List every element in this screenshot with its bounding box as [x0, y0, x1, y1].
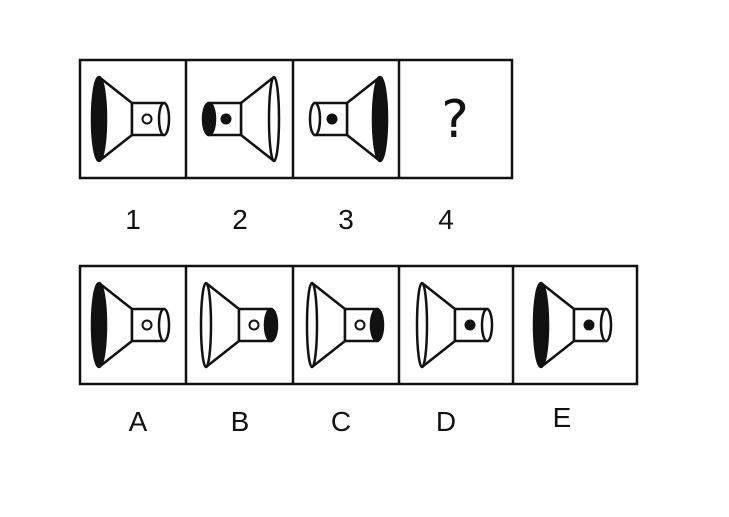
speaker-figure: [308, 75, 389, 163]
small-end-ellipse: [599, 307, 613, 343]
small-end-ellipse: [157, 101, 171, 137]
hollow-dot: [141, 113, 153, 125]
speaker-figure: [415, 281, 494, 369]
options-row: A B C D E: [78, 264, 639, 437]
seq-cell-3: [308, 75, 389, 163]
seq-label-2: 2: [232, 204, 248, 235]
figure-body: [305, 281, 385, 369]
wide-end-ellipse: [305, 281, 319, 369]
figure-body: [201, 75, 281, 163]
filled-dot: [326, 113, 338, 125]
seq-cell-2: [201, 75, 281, 163]
option-c[interactable]: [305, 281, 385, 369]
speaker-figure: [532, 281, 613, 369]
filled-dot: [220, 113, 232, 125]
speaker-figure: [201, 75, 281, 163]
seq-cell-1: [90, 75, 171, 163]
wide-end-ellipse: [90, 75, 108, 163]
options-row-frame: [78, 264, 639, 386]
hollow-dot: [248, 319, 260, 331]
option-label-e: E: [553, 402, 572, 433]
sequence-row: ? 1 2 3 4: [78, 58, 514, 235]
sequence-row-frame: [78, 58, 514, 180]
small-end-ellipse: [201, 101, 217, 137]
small-end-ellipse: [480, 307, 494, 343]
question-mark: ?: [441, 90, 469, 150]
figure-body: [415, 281, 494, 369]
speaker-figure: [305, 281, 385, 369]
seq-cell-4: ?: [441, 90, 469, 150]
small-end-ellipse: [263, 307, 279, 343]
seq-label-4: 4: [438, 204, 454, 235]
wide-end-ellipse: [371, 75, 389, 163]
option-d[interactable]: [415, 281, 494, 369]
option-label-a: A: [129, 406, 148, 437]
option-label-d: D: [436, 406, 456, 437]
hollow-dot: [141, 319, 153, 331]
wide-end-ellipse: [267, 75, 281, 163]
filled-dot: [583, 319, 595, 331]
small-end-ellipse: [369, 307, 385, 343]
option-a[interactable]: [90, 281, 171, 369]
option-e[interactable]: [532, 281, 613, 369]
wide-end-ellipse: [415, 281, 429, 369]
wide-end-ellipse: [90, 281, 108, 369]
small-end-ellipse: [157, 307, 171, 343]
figure-body: [308, 75, 389, 163]
figure-body: [90, 281, 171, 369]
option-label-c: C: [331, 406, 351, 437]
hollow-dot: [354, 319, 366, 331]
option-label-b: B: [231, 406, 250, 437]
speaker-figure: [90, 281, 171, 369]
seq-label-1: 1: [125, 204, 141, 235]
speaker-figure: [199, 281, 279, 369]
option-b[interactable]: [199, 281, 279, 369]
speaker-figure: [90, 75, 171, 163]
figure-body: [532, 281, 613, 369]
figure-body: [199, 281, 279, 369]
small-end-ellipse: [308, 101, 322, 137]
filled-dot: [464, 319, 476, 331]
wide-end-ellipse: [532, 281, 550, 369]
figure-body: [90, 75, 171, 163]
seq-label-3: 3: [338, 204, 354, 235]
wide-end-ellipse: [199, 281, 213, 369]
